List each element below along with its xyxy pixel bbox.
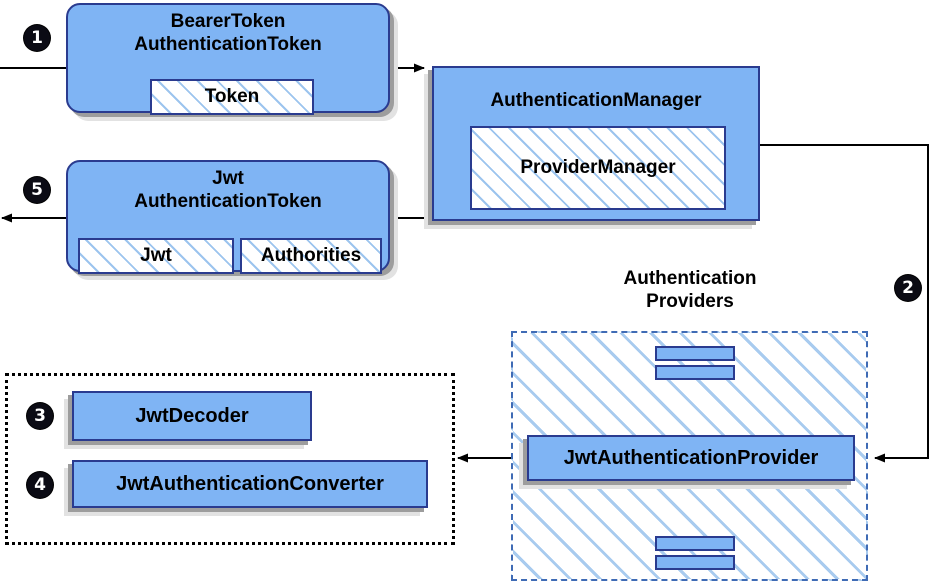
jwt-token-title-line2: AuthenticationToken (134, 191, 322, 212)
authentication-manager-title: AuthenticationManager (490, 90, 702, 111)
node-bearer-token-authentication-token[interactable]: BearerToken AuthenticationToken Token (66, 3, 390, 115)
inner-box-authorities[interactable]: Authorities (240, 238, 382, 274)
node-jwt-authentication-provider[interactable]: JwtAuthenticationProvider (527, 435, 855, 481)
providers-caption-line1: Authentication (623, 268, 757, 289)
group-jwt-support (5, 373, 455, 545)
inner-box-jwt[interactable]: Jwt (78, 238, 234, 274)
step-badge-1: 1 (24, 25, 50, 51)
provider-stub-top-1 (655, 346, 735, 361)
inner-box-provider-manager[interactable]: ProviderManager (470, 126, 726, 210)
step-badge-4: 4 (27, 472, 53, 498)
bearer-token-title-line2: AuthenticationToken (134, 34, 322, 55)
step-badge-5: 5 (24, 177, 50, 203)
provider-stub-bottom-2 (655, 555, 735, 570)
jwt-token-title-line1: Jwt (212, 168, 244, 189)
node-authentication-manager[interactable]: AuthenticationManager ProviderManager (432, 66, 760, 221)
bearer-token-title-line1: BearerToken (170, 11, 286, 32)
step-badge-2: 2 (895, 275, 921, 301)
step-badge-3: 3 (27, 403, 53, 429)
provider-stub-top-2 (655, 365, 735, 380)
node-jwt-decoder[interactable]: JwtDecoder (72, 391, 312, 441)
node-jwt-authentication-converter[interactable]: JwtAuthenticationConverter (72, 460, 428, 508)
node-jwt-authentication-token[interactable]: Jwt AuthenticationToken Jwt Authorities (66, 160, 390, 274)
inner-box-token[interactable]: Token (150, 79, 314, 115)
providers-caption-line2: Providers (646, 291, 734, 312)
provider-stub-bottom-1 (655, 536, 735, 551)
